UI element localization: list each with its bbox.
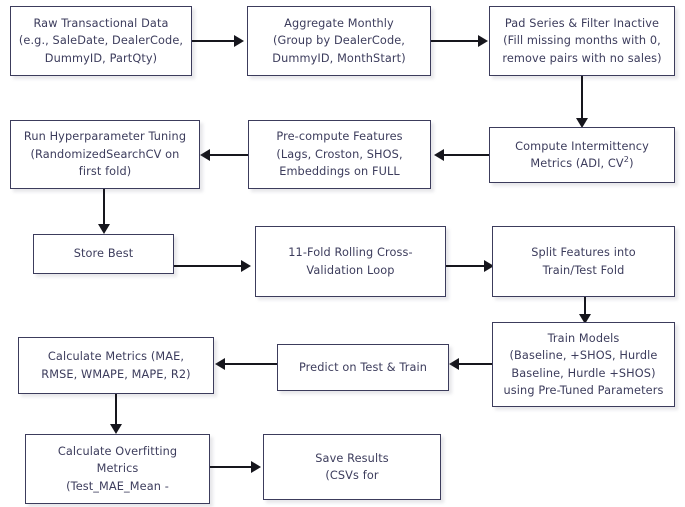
- node-store-best[interactable]: Store Best: [33, 234, 174, 274]
- edge-predict-to-calculate-metrics: [222, 363, 277, 365]
- edge-aggregate-to-pad: [431, 40, 483, 42]
- node-predict-on-test-train[interactable]: Predict on Test & Train: [277, 344, 449, 391]
- edge-split-to-train-models: [584, 297, 586, 322]
- node-pre-compute-features[interactable]: Pre-compute Features (Lags, Croston, SHO…: [248, 120, 431, 189]
- node-label: Train Models (Baseline, +SHOS, Hurdle Ba…: [503, 331, 664, 398]
- edge-raw-to-aggregate: [192, 40, 240, 42]
- arrowhead-pad-to-compute: [576, 118, 588, 128]
- edge-train-models-to-predict: [456, 363, 492, 365]
- arrowhead-precompute-to-tuning: [200, 149, 210, 161]
- arrowhead-overfitting-to-save-results: [251, 461, 261, 473]
- arrowhead-split-to-train-models: [579, 314, 591, 324]
- arrowhead-compute-to-precompute: [434, 149, 444, 161]
- node-label: Pre-compute Features (Lags, Croston, SHO…: [276, 130, 403, 179]
- arrowhead-aggregate-to-pad: [478, 35, 488, 47]
- edge-tuning-to-store-best: [103, 189, 105, 229]
- node-label: 11-Fold Rolling Cross- Validation Loop: [288, 246, 413, 277]
- node-train-models[interactable]: Train Models (Baseline, +SHOS, Hurdle Ba…: [492, 322, 675, 407]
- arrowhead-store-best-to-cv-loop: [241, 260, 251, 272]
- arrowhead-raw-to-aggregate: [234, 35, 244, 47]
- node-split-features-train-test[interactable]: Split Features into Train/Test Fold: [492, 226, 675, 297]
- edge-pad-to-compute: [581, 76, 583, 123]
- edge-store-best-to-cv-loop: [174, 265, 246, 267]
- edge-precompute-to-tuning: [207, 154, 248, 156]
- arrowhead-predict-to-calculate-metrics: [215, 358, 225, 370]
- node-label: Predict on Test & Train: [298, 360, 428, 374]
- arrowhead-metrics-to-overfitting: [110, 424, 122, 434]
- node-pad-series-filter-inactive[interactable]: Pad Series & Filter Inactive (Fill missi…: [489, 6, 675, 76]
- node-label: Save Results (CSVs for: [315, 451, 389, 483]
- node-label: Aggregate Monthly (Group by DealerCode, …: [272, 16, 406, 65]
- arrowhead-train-models-to-predict: [449, 358, 459, 370]
- node-label: Pad Series & Filter Inactive (Fill missi…: [502, 16, 662, 65]
- node-label: Calculate Overfitting Metrics (Test_MAE_…: [57, 444, 178, 493]
- node-label: Run Hyperparameter Tuning (RandomizedSea…: [23, 130, 187, 179]
- node-label-cv-squared: Metrics (ADI, CV2): [530, 154, 634, 170]
- node-run-hyperparameter-tuning[interactable]: Run Hyperparameter Tuning (RandomizedSea…: [10, 120, 200, 189]
- node-rolling-cross-validation-loop[interactable]: 11-Fold Rolling Cross- Validation Loop: [255, 226, 446, 297]
- node-label: Calculate Metrics (MAE, RMSE, WMAPE, MAP…: [41, 350, 191, 381]
- node-save-results[interactable]: Save Results (CSVs for: [263, 434, 441, 500]
- arrowhead-cv-loop-to-split: [484, 260, 494, 272]
- node-calculate-metrics[interactable]: Calculate Metrics (MAE, RMSE, WMAPE, MAP…: [18, 337, 214, 394]
- node-aggregate-monthly[interactable]: Aggregate Monthly (Group by DealerCode, …: [247, 6, 431, 76]
- edge-compute-to-precompute: [441, 154, 489, 156]
- arrowhead-tuning-to-store-best: [98, 224, 110, 234]
- node-label: Split Features into Train/Test Fold: [531, 246, 636, 277]
- edge-overfitting-to-save-results: [210, 466, 256, 468]
- node-label: Compute Intermittency Metrics (ADI, CV2): [515, 139, 649, 171]
- node-compute-intermittency-metrics[interactable]: Compute Intermittency Metrics (ADI, CV2): [489, 127, 675, 183]
- node-calculate-overfitting-metrics[interactable]: Calculate Overfitting Metrics (Test_MAE_…: [25, 434, 210, 504]
- edge-cv-loop-to-split: [446, 265, 489, 267]
- node-raw-transactional-data[interactable]: Raw Transactional Data (e.g., SaleDate, …: [10, 6, 192, 76]
- edge-metrics-to-overfitting: [115, 394, 117, 429]
- node-label: Store Best: [73, 247, 134, 261]
- node-label: Raw Transactional Data (e.g., SaleDate, …: [18, 16, 184, 65]
